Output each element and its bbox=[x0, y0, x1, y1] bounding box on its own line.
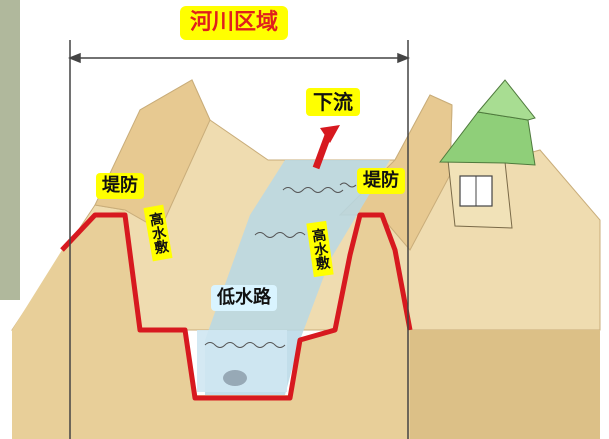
levee-left-label: 堤防 bbox=[96, 173, 144, 199]
fish-icon bbox=[223, 370, 247, 386]
cross-section-outline bbox=[60, 212, 413, 401]
river-area-label: 河川区域 bbox=[180, 6, 289, 40]
downstream-label: 下流 bbox=[306, 88, 360, 116]
grass-background bbox=[0, 0, 20, 300]
low-water-channel-label: 低水路 bbox=[211, 285, 277, 311]
water-waves bbox=[204, 182, 357, 348]
downstream-arrow bbox=[312, 125, 340, 170]
right-block-face bbox=[410, 330, 600, 439]
levee-right-label: 堤防 bbox=[357, 168, 405, 194]
river-area-bracket bbox=[67, 40, 411, 439]
house-icon bbox=[439, 79, 536, 229]
